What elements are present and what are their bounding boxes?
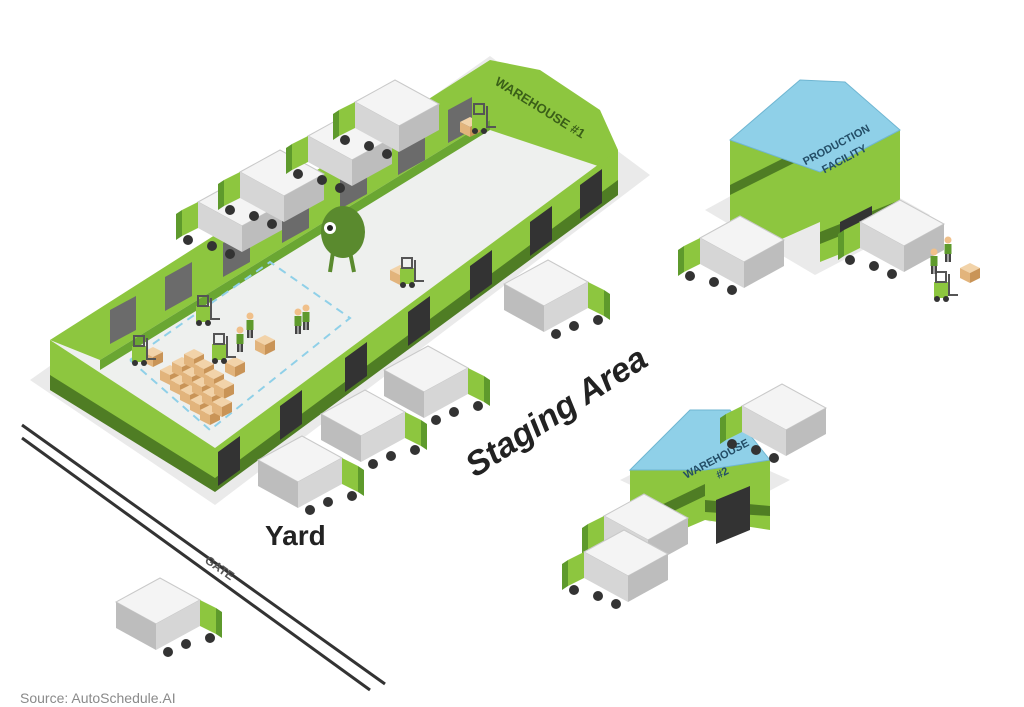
yard-label: Yard <box>265 520 326 551</box>
box-stack-icon <box>960 263 980 283</box>
worker-icon <box>930 248 938 274</box>
production-facility-building: PRODUCTION FACILITY <box>677 79 980 303</box>
truck-icon <box>115 577 223 658</box>
worker-icon <box>944 236 952 262</box>
road <box>21 423 386 692</box>
staging-area-label: Staging Area <box>459 339 655 484</box>
warehouse-2-building: WAREHOUSE #2 <box>561 383 827 610</box>
mascot-icon <box>321 206 365 273</box>
gate-label: GATE <box>202 553 237 583</box>
source-caption: Source: AutoSchedule.AI <box>20 690 176 706</box>
warehouse-2-label-line2: #2 <box>714 465 730 481</box>
forklift-icon <box>933 271 959 303</box>
warehouse-1-interior <box>131 103 497 425</box>
